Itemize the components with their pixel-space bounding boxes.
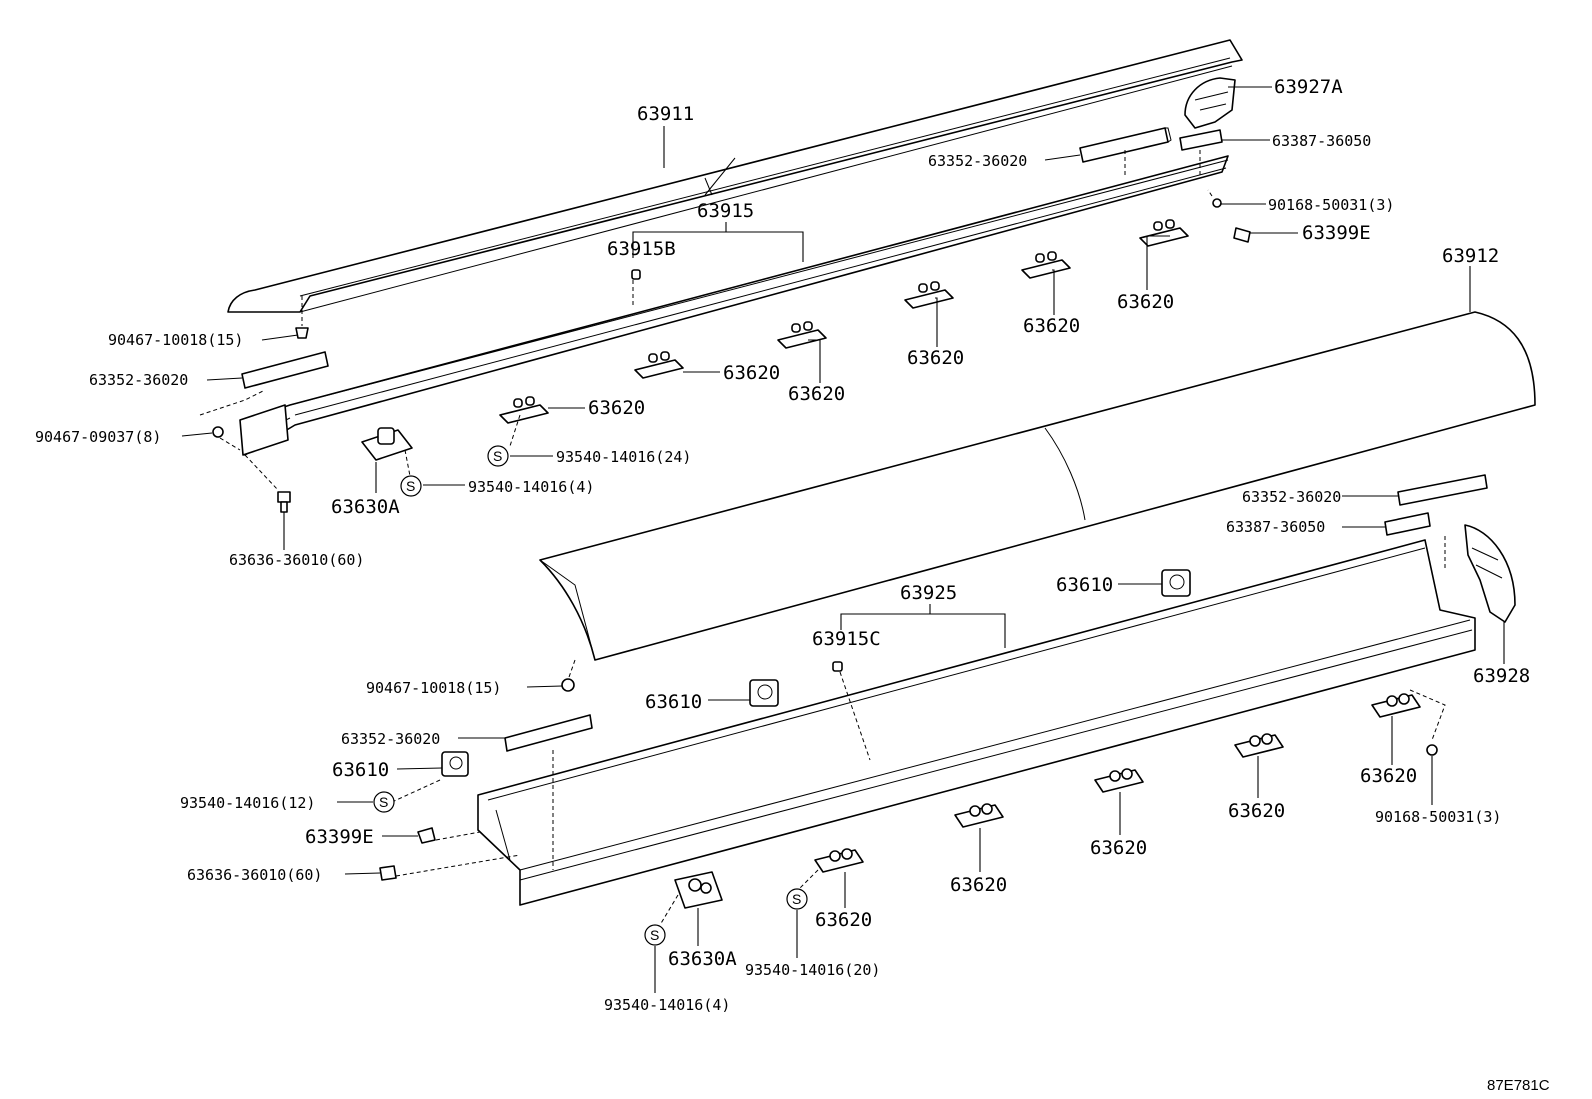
label-90168-top: 90168-50031(3)	[1268, 196, 1394, 214]
label-63915: 63915	[697, 200, 754, 222]
s-marker: S	[644, 924, 666, 946]
label-63928: 63928	[1473, 665, 1530, 687]
label-63927a: 63927A	[1274, 76, 1343, 98]
fasteners	[212, 198, 1438, 881]
label-63620-e: 63620	[1023, 315, 1080, 337]
label-90467-10018-bottom: 90467-10018(15)	[366, 679, 501, 697]
dashed-lines	[199, 150, 1446, 926]
label-63620-a: 63620	[588, 397, 645, 419]
label-63387-top: 63387-36050	[1272, 132, 1371, 150]
label-93540-4-bottom: 93540-14016(4)	[604, 996, 730, 1014]
pad-63352-bottom	[504, 714, 593, 752]
bracket-63630a-top	[361, 427, 413, 461]
grommets-63610	[441, 569, 1191, 777]
label-63399e-bottom: 63399E	[305, 826, 374, 848]
svg-text:S: S	[493, 448, 502, 464]
moulding-63911	[227, 39, 1243, 313]
label-63620-k: 63620	[1360, 765, 1417, 787]
label-90168-bottom: 90168-50031(3)	[1375, 808, 1501, 826]
pad-63352-left	[241, 351, 329, 389]
clips-top	[499, 219, 1189, 424]
label-63352-left: 63352-36020	[89, 371, 188, 389]
label-63620-i: 63620	[1090, 837, 1147, 859]
label-63620-d: 63620	[907, 347, 964, 369]
bracket-63630a-bottom	[674, 871, 723, 909]
leader-lines	[181, 86, 1505, 993]
panel-63912	[539, 311, 1536, 661]
s-marker: S	[373, 791, 395, 813]
label-63620-h: 63620	[950, 874, 1007, 896]
pad-63352-top	[1079, 127, 1172, 163]
s-marker: S	[786, 888, 808, 910]
label-63912: 63912	[1442, 245, 1499, 267]
label-93540-24: 93540-14016(24)	[556, 448, 691, 466]
label-63620-c: 63620	[788, 383, 845, 405]
svg-text:S: S	[406, 478, 415, 494]
label-63620-j: 63620	[1228, 800, 1285, 822]
end-cap-63928	[1464, 524, 1516, 623]
pad-63387-right	[1384, 512, 1431, 536]
clips-bottom	[814, 693, 1421, 873]
label-63636-top: 63636-36010(60)	[229, 551, 364, 569]
pad-63387-top	[1179, 129, 1223, 151]
label-63610-right: 63610	[1056, 574, 1113, 596]
label-63620-b: 63620	[723, 362, 780, 384]
label-63620-f: 63620	[1117, 291, 1174, 313]
svg-text:S: S	[792, 891, 801, 907]
s-marker: S	[487, 445, 509, 467]
pad-63352-right	[1397, 474, 1488, 506]
svg-text:S: S	[650, 927, 659, 943]
s-marker: S	[400, 475, 422, 497]
end-cap-63927a	[1184, 77, 1236, 129]
label-63610-middle: 63610	[645, 691, 702, 713]
label-63636-bottom: 63636-36010(60)	[187, 866, 322, 884]
svg-text:S: S	[379, 794, 388, 810]
label-63352-bottom: 63352-36020	[341, 730, 440, 748]
label-63630a-bottom: 63630A	[668, 948, 737, 970]
label-63610-left: 63610	[332, 759, 389, 781]
label-63352-right: 63352-36020	[1242, 488, 1341, 506]
label-93540-20: 93540-14016(20)	[745, 961, 880, 979]
label-93540-12: 93540-14016(12)	[180, 794, 315, 812]
s-markers: S S S S S	[373, 445, 808, 946]
label-63387-right: 63387-36050	[1226, 518, 1325, 536]
label-93540-4-top: 93540-14016(4)	[468, 478, 594, 496]
label-63352-top: 63352-36020	[928, 152, 1027, 170]
label-63925: 63925	[900, 582, 957, 604]
label-90467-09037: 90467-09037(8)	[35, 428, 161, 446]
label-63630a-top: 63630A	[331, 496, 400, 518]
drawing-code: 87E781C	[1487, 1077, 1550, 1094]
label-90467-10018-top: 90467-10018(15)	[108, 331, 243, 349]
sill-63925	[477, 539, 1476, 906]
label-63915b: 63915B	[607, 238, 676, 260]
label-63911: 63911	[637, 103, 694, 125]
label-63620-g: 63620	[815, 909, 872, 931]
label-63915c: 63915C	[812, 628, 881, 650]
label-63399e-top: 63399E	[1302, 222, 1371, 244]
part-labels: 63911 63927A 63387-36050 63352-36020 901…	[35, 76, 1550, 1094]
